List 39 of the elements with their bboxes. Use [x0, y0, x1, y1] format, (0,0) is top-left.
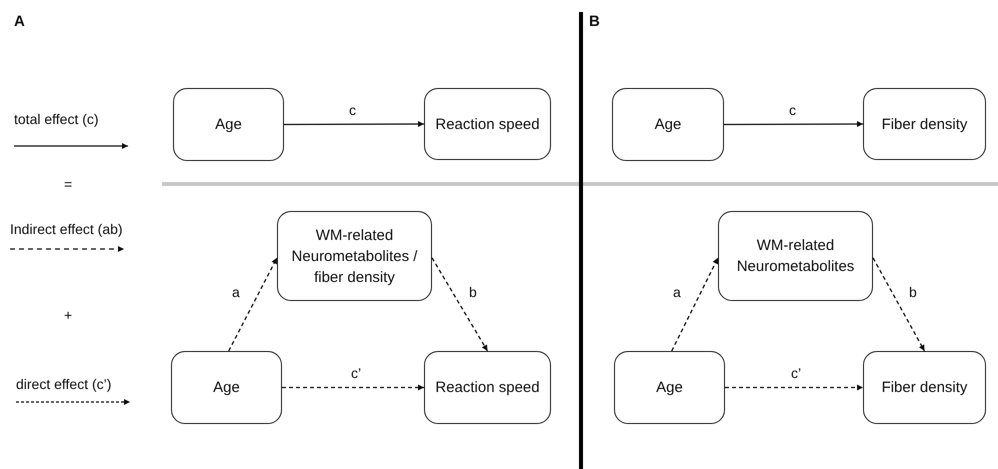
variable-box [277, 211, 432, 301]
edge-label: c’ [790, 365, 802, 381]
variable-box [424, 88, 551, 160]
box-label: Fiber density [882, 114, 968, 134]
arrow [282, 384, 424, 390]
variable-box [863, 88, 986, 160]
operator-sign: = [64, 176, 72, 192]
arrow [228, 258, 278, 352]
arrow [284, 121, 424, 128]
box-label: WM-related Neurometabolites [736, 236, 856, 277]
legend-text: direct effect (c’) [16, 375, 112, 393]
arrow [671, 258, 719, 352]
arrow [431, 257, 488, 352]
variable-box [614, 351, 725, 424]
box-label: Reaction speed [435, 378, 540, 398]
box-label: Age [654, 115, 682, 135]
variable-box [612, 88, 724, 161]
legend-text: total effect (c) [14, 110, 99, 128]
box-label: Age [213, 378, 240, 398]
variable-box [718, 211, 873, 301]
arrow [724, 121, 863, 128]
box-label: Age [215, 115, 242, 135]
variable-box [171, 351, 282, 424]
panel-letter: B [589, 14, 600, 30]
box-label: Age [656, 378, 683, 398]
variable-box [424, 351, 551, 424]
operator-sign: + [64, 307, 72, 323]
edge-label: b [908, 284, 918, 300]
arrow [872, 257, 926, 352]
panel-letter: A [14, 14, 25, 30]
box-label: WM-related Neurometabolites / fiber density [290, 226, 418, 288]
box-label: Reaction speed [435, 114, 540, 134]
variable-box [863, 351, 986, 424]
box-label: Fiber density [882, 378, 968, 398]
arrow [725, 384, 863, 390]
variable-box [173, 88, 284, 161]
legend-text: Indirect effect (ab) [10, 220, 123, 238]
edge-label: b [468, 284, 478, 300]
edge-label: c’ [350, 365, 362, 381]
